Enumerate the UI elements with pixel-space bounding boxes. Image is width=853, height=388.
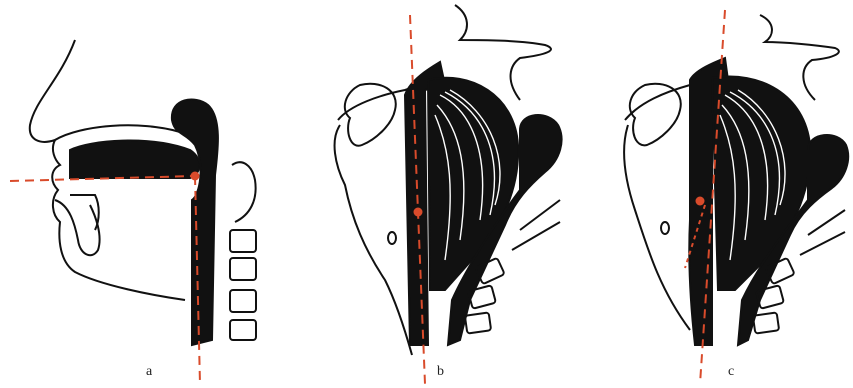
panel-a-velum <box>172 100 218 345</box>
panel-label-a: a <box>146 365 152 379</box>
panel-label-b: b <box>437 365 444 379</box>
panel-b-guide-point <box>414 208 423 217</box>
panel-c-guide-point <box>696 197 705 206</box>
panel-a-vertebrae <box>230 162 256 340</box>
panel-label-c: c <box>728 365 734 379</box>
panel-a-guide-point <box>191 172 200 181</box>
panel-a-tongue <box>70 141 199 178</box>
panel-a-guides <box>10 176 200 384</box>
panel-a-drawing <box>30 40 256 345</box>
panel-b-drawing <box>335 5 562 355</box>
panel-c-drawing <box>624 15 848 345</box>
